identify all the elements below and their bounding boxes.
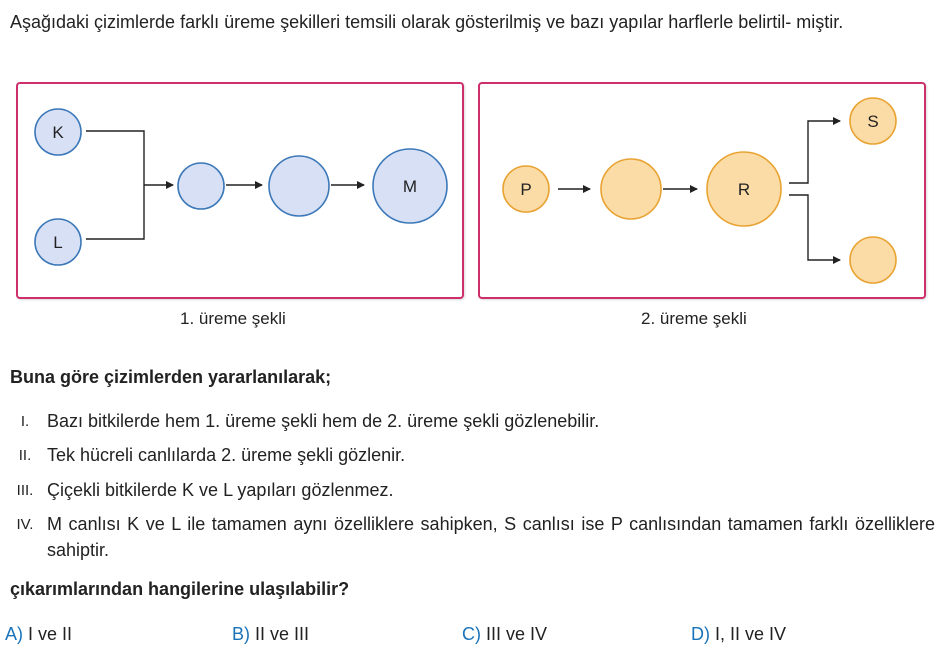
diagram-2-caption: 2. üreme şekli — [641, 309, 747, 328]
statement-3-text: Çiçekli bitkilerde K ve L yapıları gözle… — [47, 480, 394, 500]
statement-2-text: Tek hücreli canlılarda 2. üreme şekli gö… — [47, 445, 406, 465]
option-d[interactable]: D) I, II ve IV — [691, 624, 786, 645]
organism-m-circle — [372, 148, 448, 224]
option-b-text: II ve III — [255, 624, 310, 644]
cell-l-circle — [34, 218, 82, 266]
intro-text: Aşağıdaki çizimlerde farklı üreme şekill… — [10, 12, 844, 32]
arrow-r-to-s — [789, 117, 841, 184]
diagram-1: K L M — [34, 108, 448, 266]
statement-2: II. Tek hücreli canlılarda 2. üreme şekl… — [10, 442, 935, 468]
organism-p-circle — [502, 165, 550, 213]
statement-4-number: IV. — [16, 516, 34, 533]
offspring-circle — [849, 236, 897, 284]
statement-4-text: M canlısı K ve L ile tamamen aynı özelli… — [47, 514, 935, 560]
organism-r-circle — [706, 151, 782, 227]
option-c[interactable]: C) III ve IV — [462, 624, 547, 645]
zygote-circle — [177, 162, 225, 210]
question-close: çıkarımlarından hangilerine ulaşılabilir… — [10, 579, 350, 599]
option-d-text: I, II ve IV — [715, 624, 787, 644]
statement-1-number: I. — [20, 413, 30, 430]
arrow-r-to-offspring — [789, 194, 841, 264]
option-b-letter: B) — [232, 624, 250, 644]
label-p: P — [520, 180, 531, 199]
label-s: S — [867, 112, 878, 131]
organism-s-circle — [849, 97, 897, 145]
statement-1-text: Bazı bitkilerde hem 1. üreme şekli hem d… — [47, 411, 600, 431]
growing-cell-circle — [600, 158, 662, 220]
label-r: R — [738, 180, 750, 199]
question-lead: Buna göre çizimlerden yararlanılarak; — [10, 367, 332, 387]
diagram-2-panel: P R S — [478, 82, 926, 299]
merge-connector — [86, 130, 145, 240]
option-a-text: I ve II — [28, 624, 73, 644]
option-c-letter: C) — [462, 624, 481, 644]
option-d-letter: D) — [691, 624, 710, 644]
cell-k-circle — [34, 108, 82, 156]
statement-2-number: II. — [18, 447, 32, 464]
statement-4: IV. M canlısı K ve L ile tamamen aynı öz… — [10, 511, 935, 563]
statement-3-number: III. — [16, 482, 34, 499]
option-a[interactable]: A) I ve II — [5, 624, 72, 645]
diagram-1-caption: 1. üreme şekli — [180, 309, 286, 328]
statement-1: I. Bazı bitkilerde hem 1. üreme şekli he… — [10, 408, 935, 434]
label-l: L — [53, 233, 62, 252]
embryo-circle — [268, 155, 330, 217]
label-k: K — [52, 123, 64, 142]
option-b[interactable]: B) II ve III — [232, 624, 309, 645]
diagram-2: P R S — [502, 97, 897, 284]
diagram-1-panel: K L M — [16, 82, 464, 299]
option-c-text: III ve IV — [486, 624, 548, 644]
option-a-letter: A) — [5, 624, 23, 644]
statement-3: III. Çiçekli bitkilerde K ve L yapıları … — [10, 477, 935, 503]
label-m: M — [403, 177, 417, 196]
